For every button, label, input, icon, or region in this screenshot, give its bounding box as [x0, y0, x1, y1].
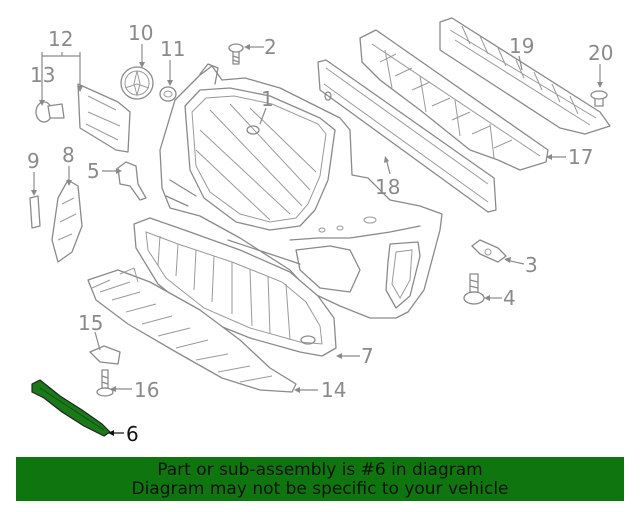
callout-20[interactable]: 20	[588, 41, 613, 65]
info-banner: Part or sub-assembly is #6 in diagram Di…	[16, 457, 624, 501]
callout-15[interactable]: 15	[78, 311, 103, 335]
part-14-underbody-guard[interactable]	[87, 267, 297, 393]
part-7-lower-grille[interactable]	[133, 217, 337, 357]
part-19-upper-absorber[interactable]	[439, 17, 611, 135]
part-10-emblem[interactable]	[120, 66, 154, 100]
part-4-bolt[interactable]	[463, 273, 485, 305]
part-8-side-bracket[interactable]	[51, 179, 83, 263]
callout-labels: 1 2 3 4 5 6 7 8 9 10 11 12 13 14 15 16 1…	[27, 21, 613, 446]
part-12-plate-bracket[interactable]	[77, 83, 131, 153]
callout-13[interactable]: 13	[30, 63, 55, 87]
callout-14[interactable]: 14	[321, 378, 346, 402]
callout-2[interactable]: 2	[264, 35, 277, 59]
callout-8[interactable]: 8	[62, 143, 75, 167]
callout-9[interactable]: 9	[27, 149, 40, 173]
banner-line-2: Diagram may not be specific to your vehi…	[131, 479, 509, 499]
callout-12[interactable]: 12	[48, 27, 73, 51]
part-15-retainer[interactable]	[89, 345, 121, 365]
part-1-bumper-cover[interactable]	[159, 63, 443, 319]
callout-7[interactable]: 7	[361, 344, 374, 368]
part-6-trim-strip-highlighted[interactable]	[31, 379, 111, 437]
part-20-screw[interactable]	[590, 90, 608, 107]
callout-leaders	[31, 44, 603, 436]
callout-18[interactable]: 18	[375, 175, 400, 199]
parts-diagram: 1 2 3 4 5 6 7 8 9 10 11 12 13 14 15 16 1…	[27, 17, 613, 446]
part-13-clip[interactable]	[35, 101, 65, 123]
part-18-reinforcement-bar[interactable]	[317, 59, 497, 213]
callout-11[interactable]: 11	[160, 37, 185, 61]
callout-10[interactable]: 10	[128, 21, 153, 45]
part-17-lower-absorber[interactable]	[359, 29, 549, 171]
callout-17[interactable]: 17	[568, 145, 593, 169]
callout-4[interactable]: 4	[503, 286, 516, 310]
banner-line-1: Part or sub-assembly is #6 in diagram	[157, 460, 483, 480]
part-3-clip-nut[interactable]	[471, 239, 507, 263]
part-16-screw[interactable]	[96, 369, 114, 397]
callout-5[interactable]: 5	[87, 159, 100, 183]
part-11-grommet[interactable]	[159, 86, 177, 102]
callout-16[interactable]: 16	[134, 378, 159, 402]
callout-19[interactable]: 19	[509, 34, 534, 58]
part-5-bracket[interactable]	[117, 161, 147, 201]
callout-1[interactable]: 1	[261, 87, 274, 111]
part-9-seal-strip[interactable]	[29, 195, 41, 229]
callout-6[interactable]: 6	[126, 422, 139, 446]
part-2-screw[interactable]	[228, 43, 244, 65]
callout-3[interactable]: 3	[525, 253, 538, 277]
